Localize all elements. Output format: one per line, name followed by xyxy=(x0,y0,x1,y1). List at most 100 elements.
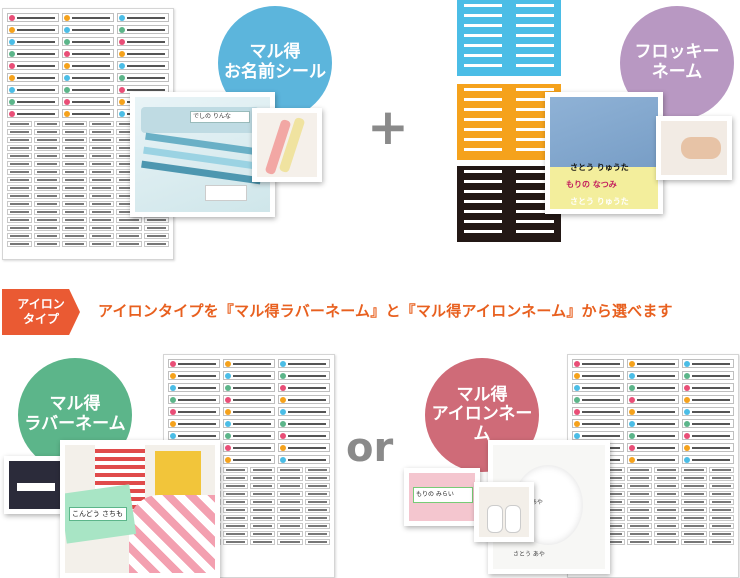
strip-row xyxy=(457,20,561,30)
sheet-mini-label xyxy=(681,499,707,505)
sheet-mini-label xyxy=(708,515,734,521)
strip-row xyxy=(457,196,561,206)
sheet-mini-label xyxy=(250,507,276,513)
sheet-mini-label xyxy=(654,531,680,537)
sheet-mini-label xyxy=(89,201,115,207)
strip-row xyxy=(457,104,561,114)
sheet-label xyxy=(223,359,275,368)
sheet-label xyxy=(682,443,734,452)
sheet-mini-label xyxy=(626,475,652,481)
rubber-title-line1: マル得 xyxy=(49,394,101,415)
sheet-label xyxy=(7,73,59,82)
sheet-label xyxy=(7,13,59,22)
sheet-label xyxy=(168,407,220,416)
sheet-mini-label xyxy=(277,539,303,545)
sheet-mini-label xyxy=(708,483,734,489)
strip-row xyxy=(457,144,561,154)
sheet-mini-label xyxy=(89,209,115,215)
sheet-label xyxy=(627,359,679,368)
sheet-mini-label xyxy=(34,153,60,159)
sheet-mini-label xyxy=(61,209,87,215)
sheet-mini-label xyxy=(34,137,60,143)
sheet-mini-label xyxy=(250,523,276,529)
sheet-mini-label xyxy=(708,475,734,481)
sheet-label xyxy=(7,49,59,58)
strip-row xyxy=(457,134,561,144)
sheet-mini-label xyxy=(89,161,115,167)
sheet-mini-label xyxy=(222,483,248,489)
sheet-mini-label xyxy=(61,121,87,127)
sheet-mini-label xyxy=(681,523,707,529)
sheet-mini-label xyxy=(89,241,115,247)
sheet-mini-label xyxy=(89,193,115,199)
sheet-label xyxy=(627,407,679,416)
sheet-mini-label xyxy=(61,137,87,143)
sheet-label xyxy=(223,443,275,452)
sheet-label xyxy=(572,359,624,368)
sheet-mini-label xyxy=(89,129,115,135)
strip-row xyxy=(457,40,561,50)
sheet-mini-label xyxy=(277,507,303,513)
sheet-mini-label xyxy=(250,475,276,481)
sheet-mini-label xyxy=(34,185,60,191)
shoes-photo xyxy=(474,482,534,542)
sheet-label xyxy=(627,395,679,404)
sheet-mini-label xyxy=(654,539,680,545)
sheet-label xyxy=(7,85,59,94)
sheet-mini-label xyxy=(708,539,734,545)
sheet-label xyxy=(7,97,59,106)
towel-pink-label: もりの みらい xyxy=(413,487,473,503)
sheet-mini-label xyxy=(654,507,680,513)
sheet-mini-label xyxy=(654,499,680,505)
sheet-mini-label xyxy=(34,177,60,183)
sheet-label xyxy=(682,371,734,380)
towel-photo: さとう りゅうた もりの なつみ さとう りゅうた xyxy=(545,92,663,214)
sheet-label xyxy=(62,49,114,58)
sheet-label xyxy=(62,85,114,94)
strip-row xyxy=(457,216,561,226)
sheet-mini-label xyxy=(708,467,734,473)
sheet-mini-label xyxy=(626,491,652,497)
sheet-mini-label xyxy=(61,225,87,231)
sheet-mini-label xyxy=(250,467,276,473)
sheet-mini-label xyxy=(7,233,33,239)
sheet-mini-label xyxy=(61,217,87,223)
sheet-mini-label xyxy=(626,483,652,489)
strip-row xyxy=(457,186,561,196)
sheet-mini-label xyxy=(681,483,707,489)
sheet-mini-label xyxy=(654,515,680,521)
sheet-mini-label xyxy=(250,491,276,497)
bib-label-2: さとう あや xyxy=(513,551,545,558)
sheet-label xyxy=(168,431,220,440)
sheet-label xyxy=(223,383,275,392)
sheet-mini-label xyxy=(61,241,87,247)
headline: アイロンタイプを『マル得ラバーネーム』と『マル得アイロンネーム』から選べます xyxy=(98,302,673,320)
sheet-mini-label xyxy=(34,169,60,175)
sheet-label xyxy=(168,371,220,380)
sheet-label xyxy=(223,395,275,404)
sheet-label xyxy=(278,431,330,440)
sheet-mini-label xyxy=(250,531,276,537)
iron-hand-photo xyxy=(656,116,732,180)
sheet-mini-label xyxy=(681,539,707,545)
sheet-mini-label xyxy=(250,483,276,489)
sheet-mini-label xyxy=(7,185,33,191)
sheet-mini-label xyxy=(708,531,734,537)
sheet-mini-label xyxy=(626,515,652,521)
sheet-label xyxy=(278,443,330,452)
sheet-mini-label xyxy=(277,523,303,529)
sheet-label xyxy=(278,395,330,404)
cap-photo xyxy=(4,456,70,514)
sheet-mini-label xyxy=(654,467,680,473)
sheet-mini-label xyxy=(304,523,330,529)
sheet-label xyxy=(7,37,59,46)
strip-row xyxy=(457,94,561,104)
strip-row xyxy=(457,84,561,94)
sheet-mini-label xyxy=(708,499,734,505)
sheet-mini-label xyxy=(7,121,33,127)
sheet-mini-label xyxy=(681,491,707,497)
sheet-mini-label xyxy=(34,233,60,239)
sheet-label xyxy=(572,431,624,440)
towel-pink-photo: もりの みらい xyxy=(404,468,480,526)
sheet-mini-label xyxy=(626,467,652,473)
